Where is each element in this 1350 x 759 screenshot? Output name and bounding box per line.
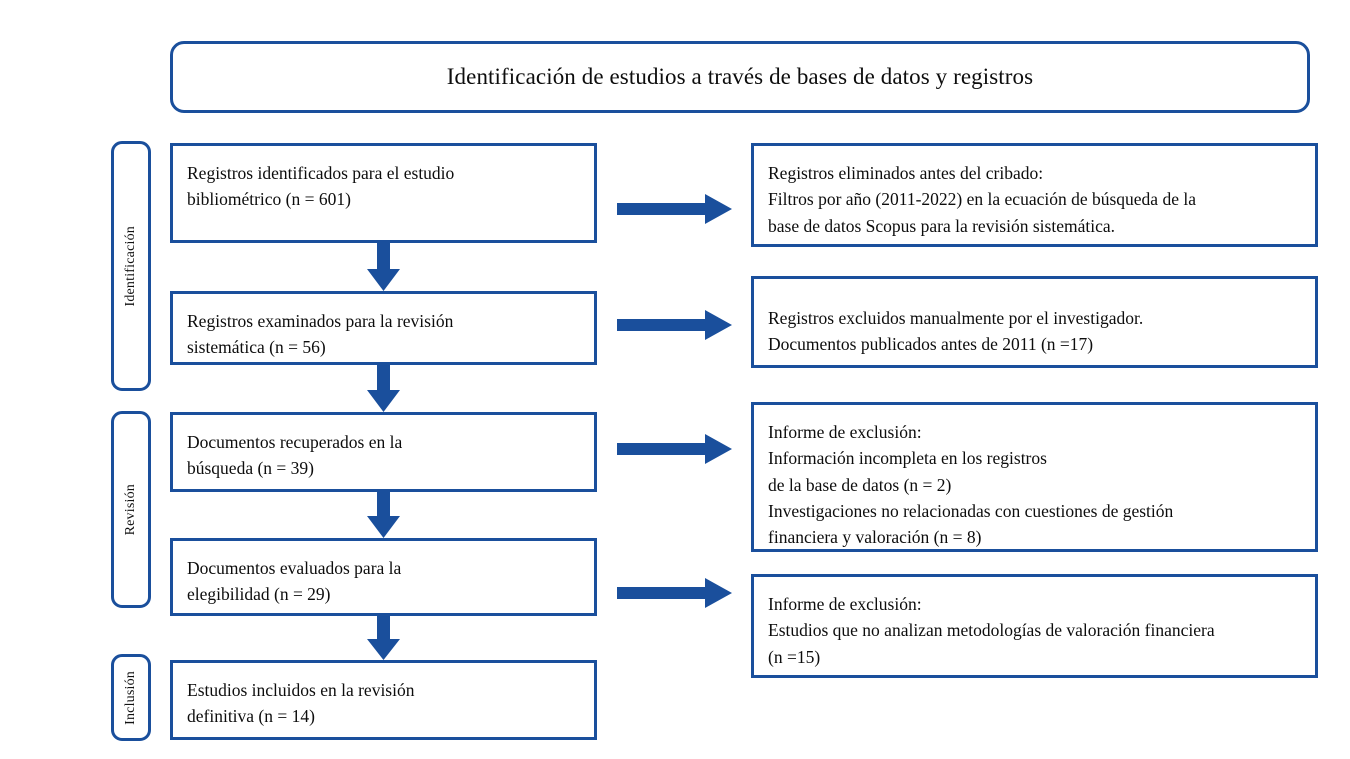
stage-tab-inclusion-label: Inclusión xyxy=(123,670,138,725)
flow-box-documentos-recuperados-text: Documentos recuperados en la búsqueda (n… xyxy=(187,432,403,479)
stage-tab-identificacion: Identificación xyxy=(111,141,151,391)
flow-box-documentos-evaluados-text: Documentos evaluados para la elegibilida… xyxy=(187,558,402,605)
flow-box-registros-excluidos-text: Registros excluidos manualmente por el i… xyxy=(768,308,1144,355)
arrow-right-4 xyxy=(617,578,732,608)
stage-tab-identificacion-label: Identificación xyxy=(123,225,138,307)
arrow-down-3 xyxy=(360,492,407,538)
flow-box-informe-exclusion-1: Informe de exclusión: Información incomp… xyxy=(751,402,1318,552)
flow-box-registros-examinados-text: Registros examinados para la revisión si… xyxy=(187,311,454,358)
flow-box-registros-eliminados-text: Registros eliminados antes del cribado: … xyxy=(768,163,1196,236)
arrow-right-3 xyxy=(617,434,732,464)
diagram-title: Identificación de estudios a través de b… xyxy=(446,63,1034,89)
arrow-down-1 xyxy=(360,243,407,291)
flow-box-informe-exclusion-2-text: Informe de exclusión: Estudios que no an… xyxy=(768,594,1215,667)
stage-tab-inclusion: Inclusión xyxy=(111,654,151,741)
flow-box-registros-eliminados: Registros eliminados antes del cribado: … xyxy=(751,143,1318,247)
arrow-right-1 xyxy=(617,194,732,224)
flow-box-informe-exclusion-1-text: Informe de exclusión: Información incomp… xyxy=(768,422,1174,547)
stage-tab-revision-label: Revisión xyxy=(123,483,138,536)
flow-box-estudios-incluidos: Estudios incluidos en la revisión defini… xyxy=(170,660,597,740)
flow-box-estudios-incluidos-text: Estudios incluidos en la revisión defini… xyxy=(187,680,415,727)
flow-box-registros-identificados-text: Registros identificados para el estudio … xyxy=(187,163,455,210)
flow-box-registros-examinados: Registros examinados para la revisión si… xyxy=(170,291,597,365)
flow-box-documentos-recuperados: Documentos recuperados en la búsqueda (n… xyxy=(170,412,597,492)
arrow-down-2 xyxy=(360,365,407,412)
diagram-title-box: Identificación de estudios a través de b… xyxy=(170,41,1310,113)
arrow-right-2 xyxy=(617,310,732,340)
stage-tab-revision: Revisión xyxy=(111,411,151,608)
flow-box-informe-exclusion-2: Informe de exclusión: Estudios que no an… xyxy=(751,574,1318,678)
arrow-down-4 xyxy=(360,616,407,660)
flow-box-registros-excluidos: Registros excluidos manualmente por el i… xyxy=(751,276,1318,368)
flow-box-documentos-evaluados: Documentos evaluados para la elegibilida… xyxy=(170,538,597,616)
flow-box-registros-identificados: Registros identificados para el estudio … xyxy=(170,143,597,243)
